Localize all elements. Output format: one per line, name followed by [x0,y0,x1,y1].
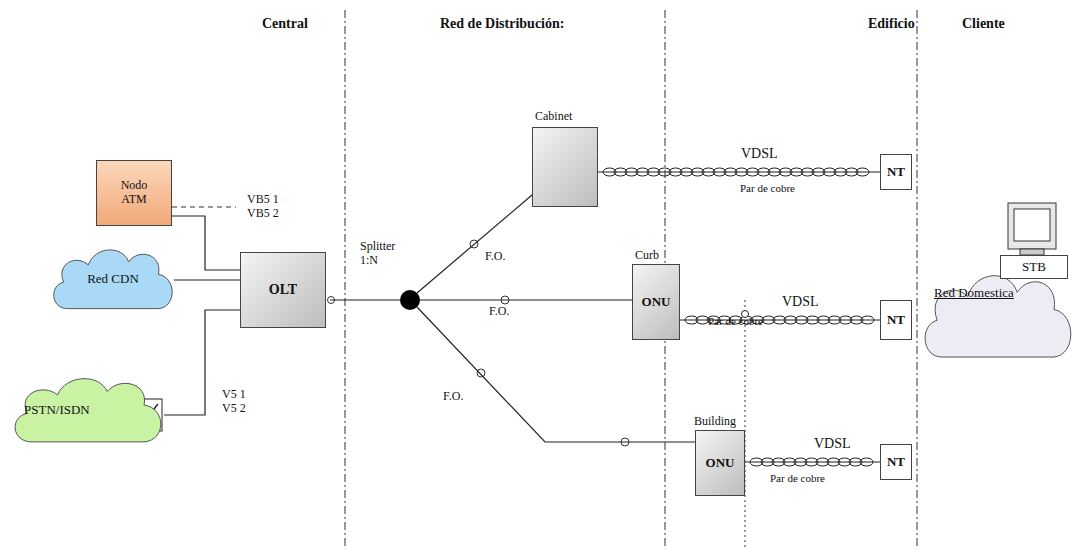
cdn-cloud: Red CDN [48,240,178,318]
header-label: Central [262,16,308,31]
edge-label: VDSL [740,146,779,161]
icon-group [132,314,1062,431]
copper-pair-line [598,171,880,172]
node-label: Red Domestica [934,286,1014,301]
fiber-connector [477,369,485,377]
node-label: PSTN/ISDN [24,403,90,418]
olt-box: OLT [240,252,326,328]
node-label: OLT [269,282,297,298]
boundary-line [745,300,746,548]
node-label: Nodo ATM [107,179,161,207]
node-label: NT [887,313,905,328]
interface-label: VB5 2 [247,207,279,220]
edge-label: F.O. [442,390,464,403]
twisted-pair-loop [861,316,874,324]
header-label: Red de Distribución: [440,16,564,31]
onu-box: CurbONU [632,264,680,340]
node-heading: Splitter 1:N [360,240,404,268]
interface-label: V5 1 [222,388,246,401]
link-line [174,279,240,280]
onu-box: BuildingONU [695,430,745,496]
edge-label: F.O. [488,305,510,318]
twisted-pair-loop [856,168,869,176]
copper-pair-label: Par de cobre [770,472,825,484]
interface-label: V5 2 [222,402,246,415]
nt-box: NT [880,154,912,190]
atm-node-box: Nodo ATM [96,160,172,226]
boundary-line [917,10,918,548]
node-heading: Cabinet [535,110,572,124]
node-label: STB [1022,260,1046,275]
fiber-line [420,299,632,300]
node-label: ONU [642,295,671,310]
nt-box: NT [880,444,912,480]
nt-box: NT [880,300,912,340]
stb-box: STB [1000,255,1068,279]
copper-pair-label: Par de cobre [740,182,795,194]
fiber-line [330,299,400,300]
edge-label: VDSL [781,294,820,309]
header-label: Cliente [962,16,1005,31]
node-heading: Curb [635,249,659,263]
splitter-dot: Splitter 1:N [400,290,420,310]
monitor-icon [1008,203,1056,255]
vb5-dashed-line [172,207,236,208]
node-heading: Building [694,415,736,429]
interface-label: VB5 1 [247,193,279,206]
node-label: NT [887,455,905,470]
node-label: Red CDN [87,272,139,287]
cabinet-box: Cabinet [532,127,598,207]
fiber-line [417,195,532,293]
link-line [172,216,240,270]
node-label: NT [887,165,905,180]
header-label: Edificio [868,16,915,31]
copper-pair-label: Par de cobre [708,315,763,327]
twisted-pair-loop [860,458,873,466]
pstn-cloud: PSTN/ISDN [8,368,168,452]
boundary-line [345,10,346,548]
node-label: ONU [706,456,735,471]
edge-label: F.O. [484,250,506,263]
edge-label: VDSL [813,436,852,451]
